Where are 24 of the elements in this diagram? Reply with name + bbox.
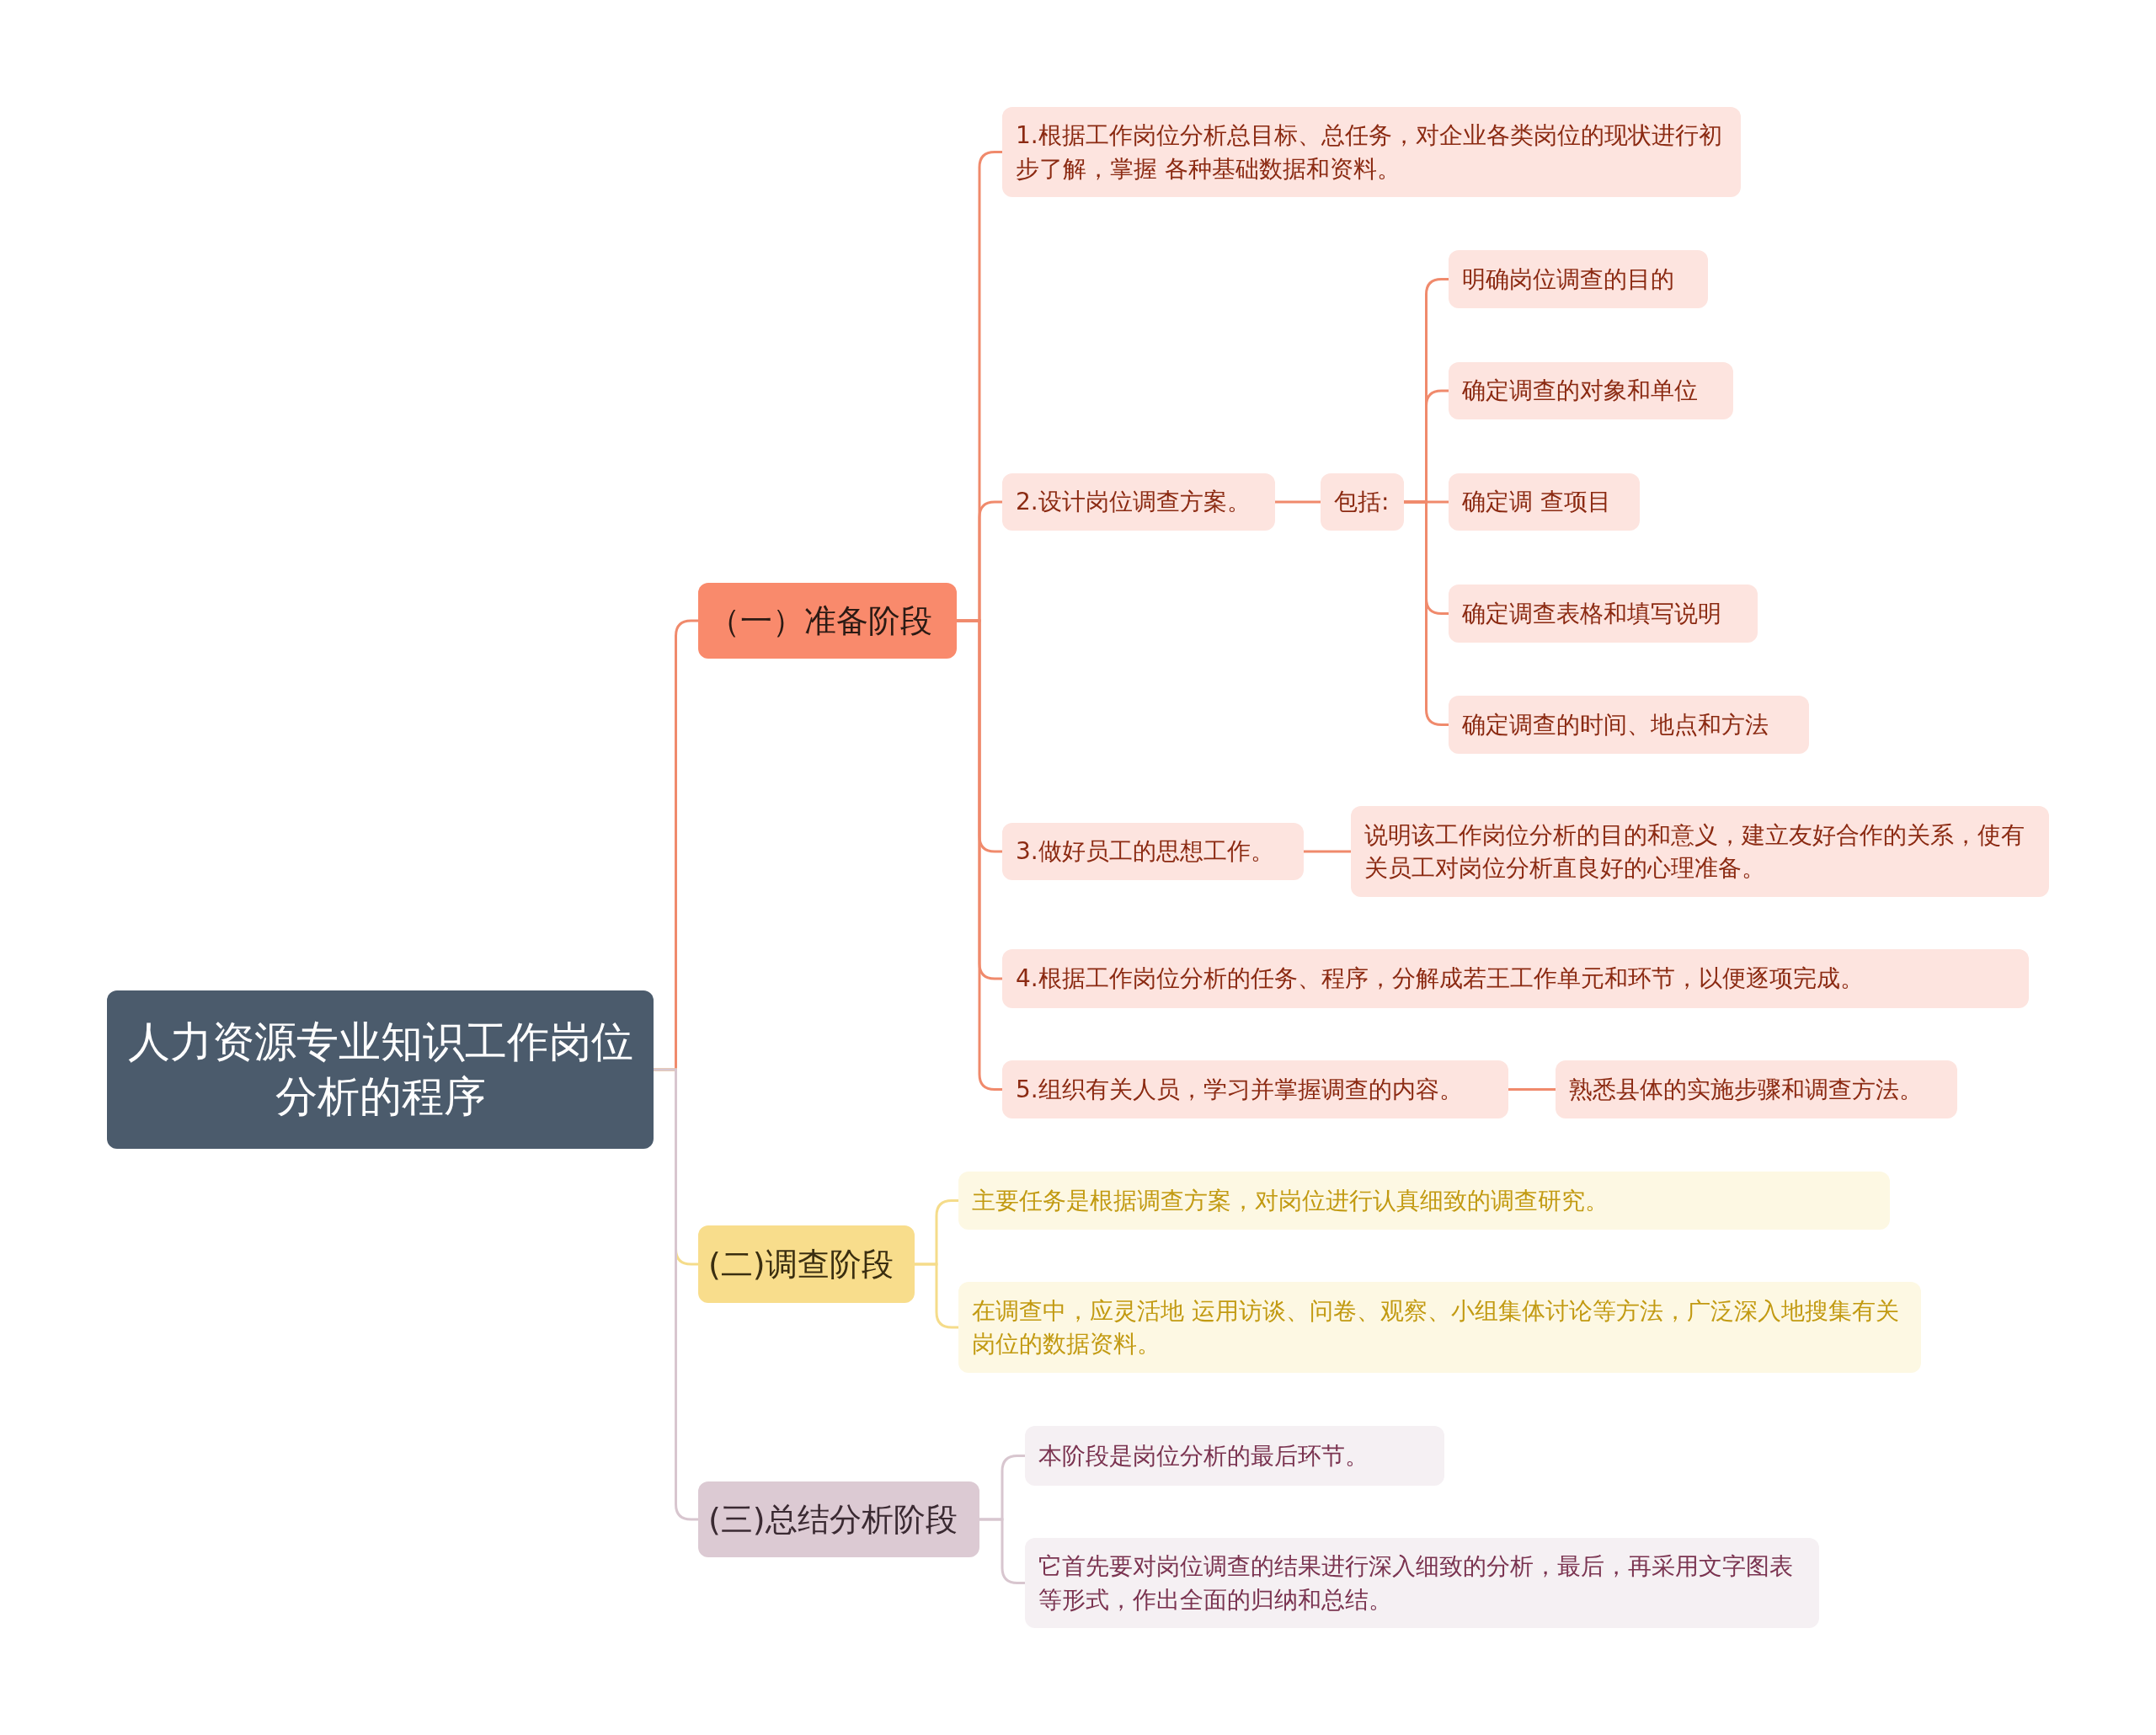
connector-line: [1304, 850, 1351, 853]
subtopic-box: 在调查中，应灵活地 运用访谈、问卷、观察、小组集体讨论等方法，广泛深入地搜集有关岗位的数据资料。: [958, 1282, 1921, 1373]
stage-topic: (三)总结分析阶段: [698, 1481, 979, 1557]
subtopic-box: 5.组织有关人员，学习并掌握调查的内容。: [1002, 1060, 1508, 1118]
subtopic-box: 1.根据工作岗位分析总目标、总任务，对企业各类岗位的现状进行初步了解，掌握 各种基础数据和资料。: [1002, 107, 1741, 197]
subtopic-box: 包括:: [1321, 473, 1404, 531]
subtopic-box: 主要任务是根据调查方案，对岗位进行认真细致的调查研究。: [958, 1172, 1890, 1230]
subtopic-box: 本阶段是岗位分析的最后环节。: [1025, 1426, 1444, 1486]
subtopic-box: 明确岗位调查的目的: [1449, 250, 1708, 308]
subtopic-box: 确定调查表格和填写说明: [1449, 585, 1758, 643]
connector-line: [1508, 1088, 1556, 1091]
stage-topic: （一）准备阶段: [698, 583, 957, 659]
subtopic-box: 4.根据工作岗位分析的任务、程序，分解成若王工作单元和环节，以便逐项完成。: [1002, 949, 2029, 1008]
subtopic-box: 确定调查的时间、地点和方法: [1449, 696, 1809, 754]
subtopic-box: 3.做好员工的思想工作。: [1002, 823, 1304, 880]
subtopic-box: 确定调查的对象和单位: [1449, 362, 1733, 419]
subtopic-box: 它首先要对岗位调查的结果进行深入细致的分析，最后，再采用文字图表等形式，作出全面的归纳和总结。: [1025, 1538, 1819, 1628]
subtopic-box: 说明该工作岗位分析的目的和意义，建立友好合作的关系，使有关员工对岗位分析直良好的心理准备。: [1351, 806, 2049, 897]
root-topic: 人力资源专业知识工作岗位分析的程序: [107, 990, 654, 1149]
stage-topic: (二)调查阶段: [698, 1225, 915, 1303]
subtopic-box: 确定调 查项目: [1449, 473, 1640, 531]
subtopic-box: 熟悉县体的实施步骤和调查方法。: [1556, 1060, 1957, 1118]
subtopic-box: 2.设计岗位调查方案。: [1002, 473, 1275, 531]
connector-line: [1275, 500, 1321, 504]
